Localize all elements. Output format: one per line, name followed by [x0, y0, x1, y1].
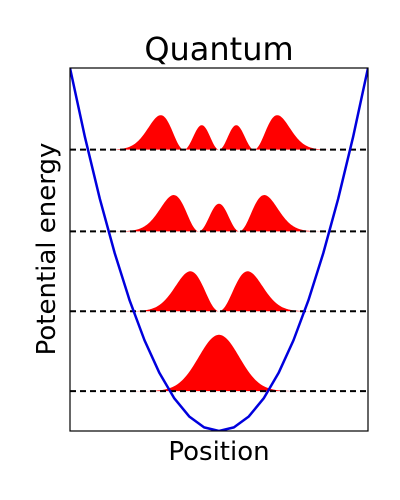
x-axis-label: Position	[168, 437, 269, 467]
probability-density-n3	[70, 115, 368, 150]
y-axis-label: Potential energy	[32, 143, 62, 356]
probability-density-n2	[70, 195, 368, 232]
plot-area	[70, 68, 368, 431]
probability-density-n1	[70, 271, 368, 312]
potential-curve	[70, 68, 368, 431]
probability-density-n0	[70, 334, 368, 392]
chart-title: Quantum	[144, 30, 293, 68]
plot-frame	[69, 67, 369, 432]
